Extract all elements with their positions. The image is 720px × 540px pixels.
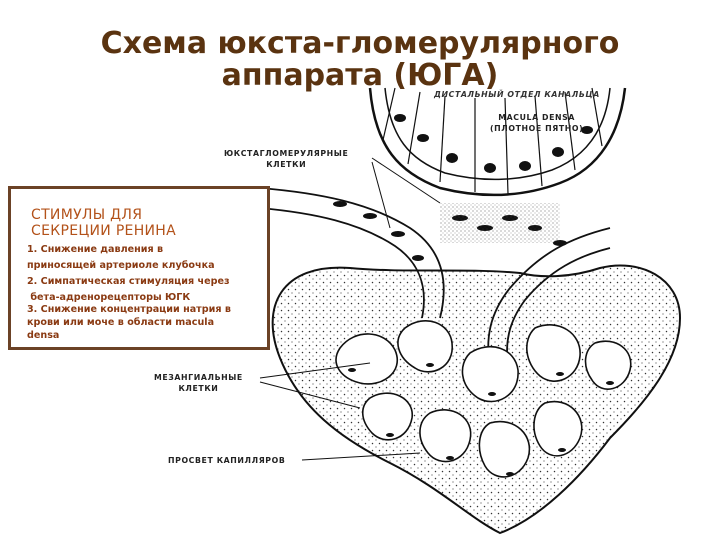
stimulus-item-3: 3. Снижение концентрации натрия в крови … [27, 303, 263, 342]
stimulus-item-2: 2. Симпатическая стимуляция через бета-а… [27, 275, 263, 304]
label-jg-line2: КЛЕТКИ [266, 160, 307, 169]
stimulus-1-line2: приносящей артериоле клубочка [27, 260, 215, 271]
renin-stimuli-box: СТИМУЛЫ ДЛЯ СЕКРЕЦИИ РЕНИНА 1. Снижение … [8, 186, 270, 350]
label-macula-line1: MACULA DENSA [498, 113, 576, 122]
page-title: Схема юкста-гломерулярного аппарата (ЮГА… [0, 28, 720, 92]
label-macula-line2: (ПЛОТНОЕ ПЯТНО) [490, 124, 584, 133]
stimuli-heading-line1: СТИМУЛЫ ДЛЯ [31, 207, 143, 223]
stimulus-3-line3: densa [27, 330, 60, 341]
capillary-loops [335, 319, 632, 478]
mesangial-region [440, 203, 560, 243]
endothelial-nuclei [348, 363, 614, 476]
arterioles [259, 187, 611, 369]
title-line-1: Схема юкста-гломерулярного [100, 26, 620, 61]
stimulus-3-line2: крови или моче в области macula [27, 317, 215, 328]
distal-tubule [368, 87, 627, 197]
stimuli-heading: СТИМУЛЫ ДЛЯ СЕКРЕЦИИ РЕНИНА [31, 207, 251, 239]
label-mesangial-line1: МЕЗАНГИАЛЬНЫЕ [154, 373, 243, 382]
stimuli-heading-line2: СЕКРЕЦИИ РЕНИНА [31, 223, 177, 239]
stimulus-3-line1: 3. Снижение концентрации натрия в [27, 304, 231, 315]
label-mesangial-line2: КЛЕТКИ [178, 384, 219, 393]
jga-histology-diagram [259, 87, 682, 535]
stimulus-2-line1: 2. Симпатическая стимуляция через [27, 276, 230, 287]
title-line-2: аппарата (ЮГА) [221, 58, 499, 93]
stimulus-1-line1: 1. Снижение давления в [27, 244, 164, 255]
label-mesangial-cells: МЕЗАНГИАЛЬНЫЕ КЛЕТКИ [154, 372, 243, 394]
leader-lines [259, 157, 441, 461]
label-jg-cells: ЮКСТАГЛОМЕРУЛЯРНЫЕ КЛЕТКИ [224, 148, 348, 170]
label-capillary-lumen: ПРОСВЕТ КАПИЛЛЯРОВ [168, 456, 286, 465]
stimulus-2-line2: бета-адренорецепторы ЮГК [27, 292, 191, 303]
glomerulus-outline [271, 264, 682, 535]
stimulus-item-1: 1. Снижение давления в приносящей артери… [27, 243, 263, 272]
label-macula-densa: MACULA DENSA (ПЛОТНОЕ ПЯТНО) [490, 112, 583, 134]
label-jg-line1: ЮКСТАГЛОМЕРУЛЯРНЫЕ [224, 149, 349, 158]
label-distal-tubule: ДИСТАЛЬНЫЙ ОТДЕЛ КАНАЛЬЦА [434, 90, 600, 99]
